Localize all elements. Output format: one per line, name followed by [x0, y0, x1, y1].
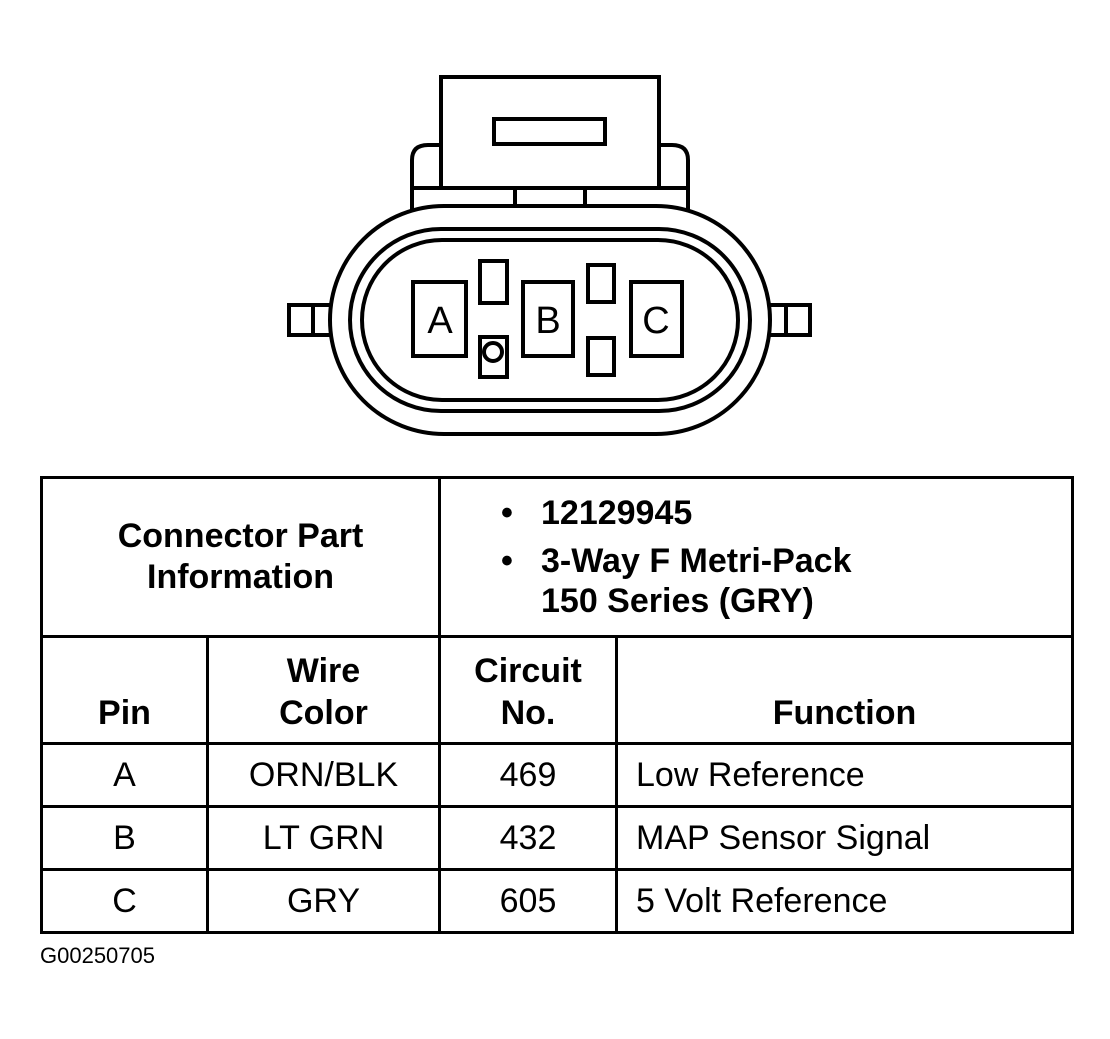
connector-part-info-values: 12129945 3-Way F Metri-Pack 150 Series (…: [438, 476, 1074, 638]
connector-housing: [328, 204, 772, 436]
pin-cell: B: [40, 805, 209, 871]
terminal-window: [586, 336, 616, 377]
pin-cell: C: [40, 868, 209, 934]
header-pin: Pin: [40, 635, 209, 745]
cavity-a: [411, 280, 468, 358]
function-cell: Low Reference: [615, 742, 1074, 808]
cavity-c: [629, 280, 684, 358]
pin-cell: A: [40, 742, 209, 808]
circuit-cell: 432: [438, 805, 618, 871]
header-row: Pin Wire Color Circuit No. Function: [40, 635, 1074, 745]
cavity-label-b: B: [535, 300, 560, 342]
cavity-b: [521, 280, 575, 358]
circuit-cell: 469: [438, 742, 618, 808]
table-row: B LT GRN 432 MAP Sensor Signal: [40, 805, 1074, 871]
connector-pinout-table: Connector Part Information 12129945 3-Wa…: [40, 476, 1074, 934]
terminal-window: [478, 335, 509, 379]
table-row: A ORN/BLK 469 Low Reference: [40, 742, 1074, 808]
wire-color-cell: GRY: [206, 868, 441, 934]
side-tab-left: [287, 303, 333, 337]
terminal-window: [478, 259, 509, 305]
figure-id: G00250705: [40, 943, 155, 968]
wire-color-cell: LT GRN: [206, 805, 441, 871]
function-cell: 5 Volt Reference: [615, 868, 1074, 934]
part-description: 3-Way F Metri-Pack 150 Series (GRY): [501, 541, 1071, 621]
function-cell: MAP Sensor Signal: [615, 805, 1074, 871]
cavity-label-c: C: [642, 300, 669, 342]
connector-part-info-label: Connector Part Information: [40, 476, 441, 638]
terminal-window: [586, 263, 616, 304]
latch-shoulder: [659, 143, 690, 212]
header-wire-color: Wire Color: [206, 635, 441, 745]
wire-color-cell: ORN/BLK: [206, 742, 441, 808]
cavity-label-a: A: [427, 300, 453, 342]
header-circuit-no: Circuit No.: [438, 635, 618, 745]
table-row: C GRY 605 5 Volt Reference: [40, 868, 1074, 934]
latch-shoulder: [410, 143, 441, 212]
connector-inner-rim: [348, 227, 752, 413]
side-tab-right: [766, 303, 812, 337]
connector-face-diagram: A B C: [287, 75, 812, 436]
circuit-cell: 605: [438, 868, 618, 934]
part-info-row: Connector Part Information 12129945 3-Wa…: [40, 476, 1074, 638]
part-number: 12129945: [501, 493, 1071, 533]
latch-slot: [492, 117, 607, 146]
polarization-dot: [482, 341, 504, 363]
header-function: Function: [615, 635, 1074, 745]
